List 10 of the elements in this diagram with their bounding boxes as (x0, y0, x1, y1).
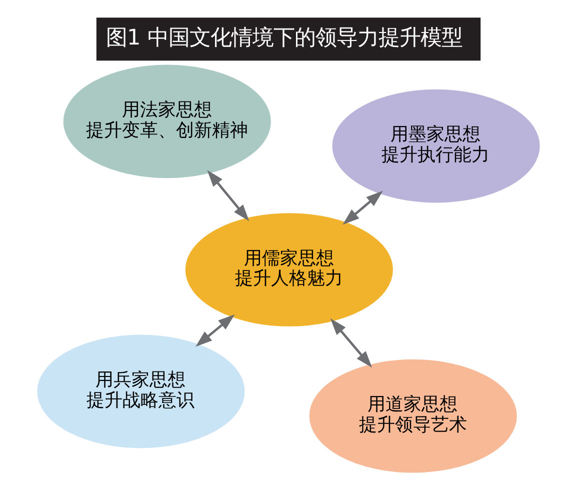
node-ellipse: 用墨家思想提升执行能力 (332, 89, 540, 203)
arrow (206, 170, 249, 222)
node-ellipse: 用兵家思想提升战略意识 (36, 334, 244, 448)
arrow (194, 314, 234, 347)
arrow (330, 318, 372, 368)
node-ellipse: 用法家思想提升变革、创新精神 (62, 64, 270, 178)
diagram-title: 图1 中国文化情境下的领导力提升模型 (105, 25, 462, 50)
node-ellipse: 用道家思想提升领导艺术 (308, 359, 516, 473)
node-ellipse: 用儒家思想提升人格魅力 (184, 213, 392, 326)
arrow (342, 190, 382, 225)
